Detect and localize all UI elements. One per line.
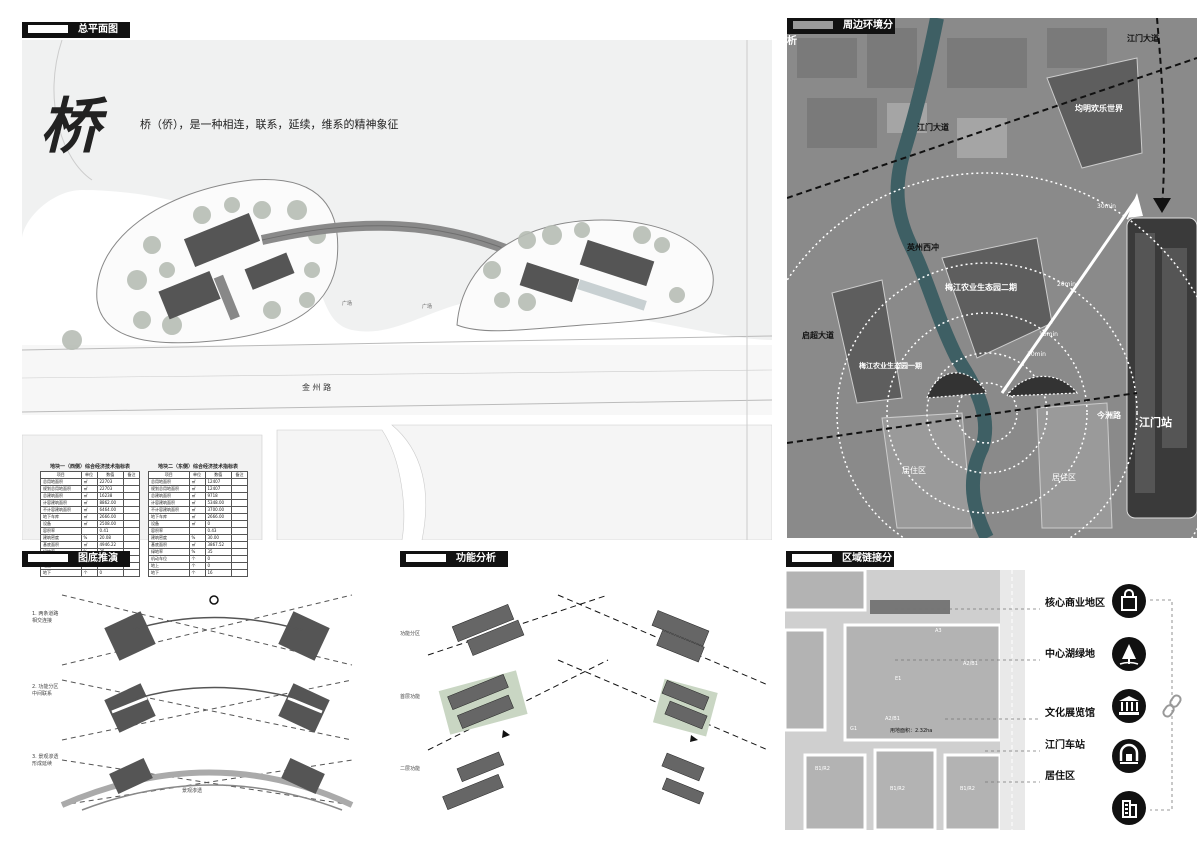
- link-icon: [1162, 694, 1182, 718]
- svg-text:二层功能: 二层功能: [400, 765, 420, 772]
- site-plan-drawing: 金 州 路 广场 广场: [21, 39, 773, 541]
- calligraphy-character: 桥: [40, 92, 100, 162]
- surroundings-map: 江门大道 江门大道 均明欢乐世界 英州西冲 梅江农业生态园二期 梅江农业生态园一…: [787, 18, 1197, 538]
- zone-junming: [1046, 57, 1143, 169]
- surroundings-header: 周边环境分析: [787, 18, 895, 47]
- svg-text:英州西冲: 英州西冲: [906, 242, 939, 252]
- svg-text:江门大道: 江门大道: [917, 122, 949, 132]
- svg-text:10min: 10min: [1027, 351, 1046, 358]
- train-icon: [1112, 739, 1146, 773]
- svg-text:首层功能: 首层功能: [400, 693, 420, 700]
- regional-label-lake: 中心湖绿地: [1045, 649, 1095, 660]
- svg-text:功能分区: 功能分区: [400, 630, 420, 637]
- shopping-bag-icon: [1112, 584, 1146, 618]
- function-panel: 功能分区 首层功能 二层功能: [398, 570, 769, 840]
- river: [890, 18, 994, 538]
- zone-core: [843, 623, 1002, 742]
- svg-text:B1/R2: B1/R2: [960, 786, 975, 792]
- museum-icon: [1112, 689, 1146, 723]
- svg-text:梅江农业生态园一期: 梅江农业生态园一期: [859, 361, 922, 370]
- regional-label-commercial: 核心商业地区: [1045, 598, 1105, 609]
- svg-text:居住区: 居住区: [902, 465, 926, 475]
- svg-text:广场: 广场: [342, 300, 352, 307]
- regional-label-station: 江门车站: [1045, 740, 1085, 751]
- svg-text:20min: 20min: [1057, 281, 1076, 288]
- site-plan-header: 总平面图: [22, 22, 130, 38]
- derivation-panel: 1. 两条道路 相交连接 2. 功能分区 中间联系 3. 景观渗透 形成延续 景…: [22, 570, 382, 840]
- surroundings-title: 周边环境分析: [787, 20, 893, 47]
- building-icon: [1112, 791, 1146, 825]
- direction-arrow: [1000, 197, 1139, 394]
- svg-text:景观渗透: 景观渗透: [182, 787, 202, 794]
- site-plan-title: 总平面图: [78, 24, 118, 35]
- svg-text:G1: G1: [850, 726, 857, 732]
- regional-map-drawing: E1 A2/B1 G1 A3 B1/R2 B1/R2 B1/R2 A2/B1 用…: [785, 570, 1025, 830]
- svg-text:1. 两条道路: 1. 两条道路: [32, 610, 58, 617]
- svg-text:E1: E1: [895, 676, 901, 682]
- regional-map: E1 A2/B1 G1 A3 B1/R2 B1/R2 B1/R2 A2/B1 用…: [785, 570, 1025, 830]
- svg-text:中间联系: 中间联系: [32, 690, 52, 697]
- svg-text:均明欢乐世界: 均明欢乐世界: [1075, 103, 1124, 113]
- svg-text:30min: 30min: [1097, 203, 1116, 210]
- svg-text:今洲路: 今洲路: [1096, 410, 1122, 420]
- svg-text:B1/R2: B1/R2: [815, 766, 830, 772]
- svg-text:形成延续: 形成延续: [32, 760, 52, 767]
- svg-text:相交连接: 相交连接: [32, 617, 52, 624]
- svg-text:启超大道: 启超大道: [802, 330, 834, 340]
- site-plan-panel: 金 州 路 广场 广场 桥 桥（侨），是一种相连，联系，延续，维系的精神象征: [21, 39, 773, 541]
- derivation-header: 图底推演: [22, 551, 130, 567]
- function-header: 功能分析: [400, 551, 508, 567]
- derivation-drawing: 1. 两条道路 相交连接 2. 功能分区 中间联系 3. 景观渗透 形成延续 景…: [32, 594, 354, 811]
- regional-label-residential: 居住区: [1045, 771, 1075, 782]
- radius-rings: [787, 172, 1197, 538]
- west-building-3: [244, 252, 295, 290]
- slogan-text: 桥（侨），是一种相连，联系，延续，维系的精神象征: [140, 118, 399, 131]
- svg-text:江门大道: 江门大道: [1127, 33, 1159, 43]
- svg-text:居住区: 居住区: [1052, 472, 1076, 482]
- function-title: 功能分析: [456, 553, 496, 564]
- derivation-title: 图底推演: [78, 553, 118, 564]
- east-building-1: [579, 239, 655, 287]
- svg-text:用地面积：2.32ha: 用地面积：2.32ha: [890, 727, 932, 734]
- west-building-1: [183, 212, 261, 268]
- zone-meijiang-1: [831, 279, 903, 404]
- svg-text:A3: A3: [935, 628, 942, 634]
- function-drawing: 功能分区 首层功能 二层功能: [400, 594, 769, 811]
- svg-text:A2/B1: A2/B1: [885, 716, 900, 722]
- svg-text:15min: 15min: [1039, 331, 1058, 338]
- tree-icon: [1112, 637, 1146, 671]
- svg-text:2. 功能分区: 2. 功能分区: [32, 683, 58, 690]
- west-building-2: [158, 270, 221, 320]
- east-building-2: [519, 262, 580, 303]
- svg-text:A2/B1: A2/B1: [963, 661, 978, 667]
- west-site-outline: [96, 179, 339, 344]
- svg-text:江门站: 江门站: [1139, 415, 1172, 429]
- svg-text:B1/R2: B1/R2: [890, 786, 905, 792]
- surroundings-map-drawing: 江门大道 江门大道 均明欢乐世界 英州西冲 梅江农业生态园二期 梅江农业生态园一…: [787, 18, 1197, 538]
- svg-text:梅江农业生态园二期: 梅江农业生态园二期: [945, 282, 1017, 292]
- svg-text:3. 景观渗透: 3. 景观渗透: [32, 753, 58, 760]
- regional-label-museum: 文化展览馆: [1045, 708, 1095, 719]
- road-label: 金 州 路: [302, 382, 331, 392]
- svg-text:广场: 广场: [422, 303, 432, 310]
